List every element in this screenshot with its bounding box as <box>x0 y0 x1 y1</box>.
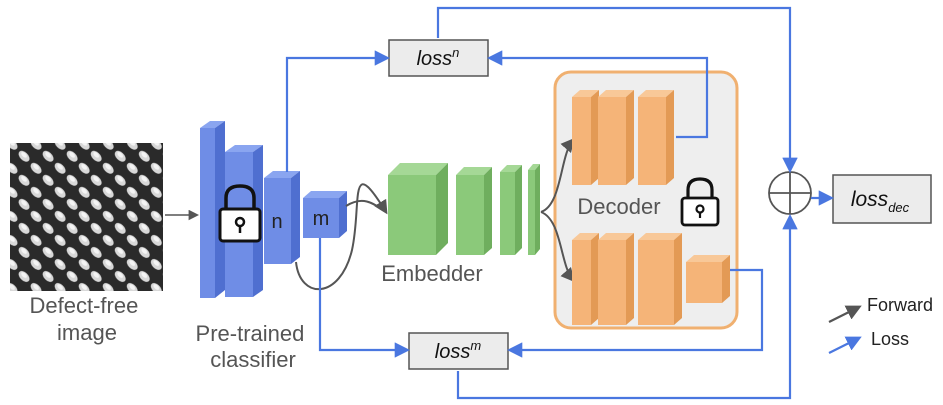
loss-n-sup: n <box>452 45 459 60</box>
decoder-label: Decoder <box>577 194 660 219</box>
forward-to-decoder-top <box>540 137 575 213</box>
loss-n-base: loss <box>417 48 453 70</box>
legend-loss-arrow <box>828 336 862 354</box>
layer-m-label: m <box>313 208 330 230</box>
loss-arrows <box>285 6 835 400</box>
loss-arrow-dectop-to-lossn <box>486 50 709 139</box>
loss-arrow-lossm-to-sum <box>456 213 798 400</box>
loss-m-base: loss <box>435 341 471 363</box>
input-label: Defect-free image <box>30 293 145 345</box>
loss-arrow-m-to-lossm <box>318 238 411 358</box>
lock-icon <box>218 184 262 243</box>
loss-arrow-lossn-to-sum <box>436 6 798 174</box>
loss-arrow-n-to-lossn <box>285 50 391 172</box>
embedder-label: Embedder <box>381 261 483 286</box>
svg-text:lossdec: lossdec <box>851 188 910 215</box>
loss-m-box: lossm <box>408 332 509 370</box>
loss-n-box: lossn <box>388 39 489 77</box>
svg-text:lossm: lossm <box>435 338 482 363</box>
classifier-label: Pre-trained classifier <box>196 321 311 372</box>
layer-n-block <box>264 178 291 264</box>
decoder-bottom-branch <box>572 233 730 325</box>
forward-to-decoder-bottom <box>540 211 575 283</box>
legend-loss-label: Loss <box>871 329 909 349</box>
loss-dec-base: loss <box>851 188 889 211</box>
loss-arrow-decbottom-to-lossm <box>506 268 764 358</box>
forward-curve-m <box>345 199 387 213</box>
loss-dec-box: lossdec <box>832 174 932 224</box>
legend: Forward Loss <box>828 295 933 354</box>
lock-icon <box>680 177 720 227</box>
circled-plus-icon <box>768 171 812 215</box>
forward-curve-n <box>295 183 388 290</box>
legend-forward-arrow <box>828 305 862 323</box>
loss-m-sup: m <box>470 338 481 353</box>
svg-text:lossn: lossn <box>417 45 460 70</box>
layer-n-label: n <box>271 211 282 233</box>
decoder-top-branch <box>572 90 674 185</box>
loss-dec-sub: dec <box>888 200 909 215</box>
layer-m-block <box>303 198 339 238</box>
embedder-network <box>388 163 540 255</box>
input-image <box>10 143 163 291</box>
legend-forward-label: Forward <box>867 295 933 315</box>
